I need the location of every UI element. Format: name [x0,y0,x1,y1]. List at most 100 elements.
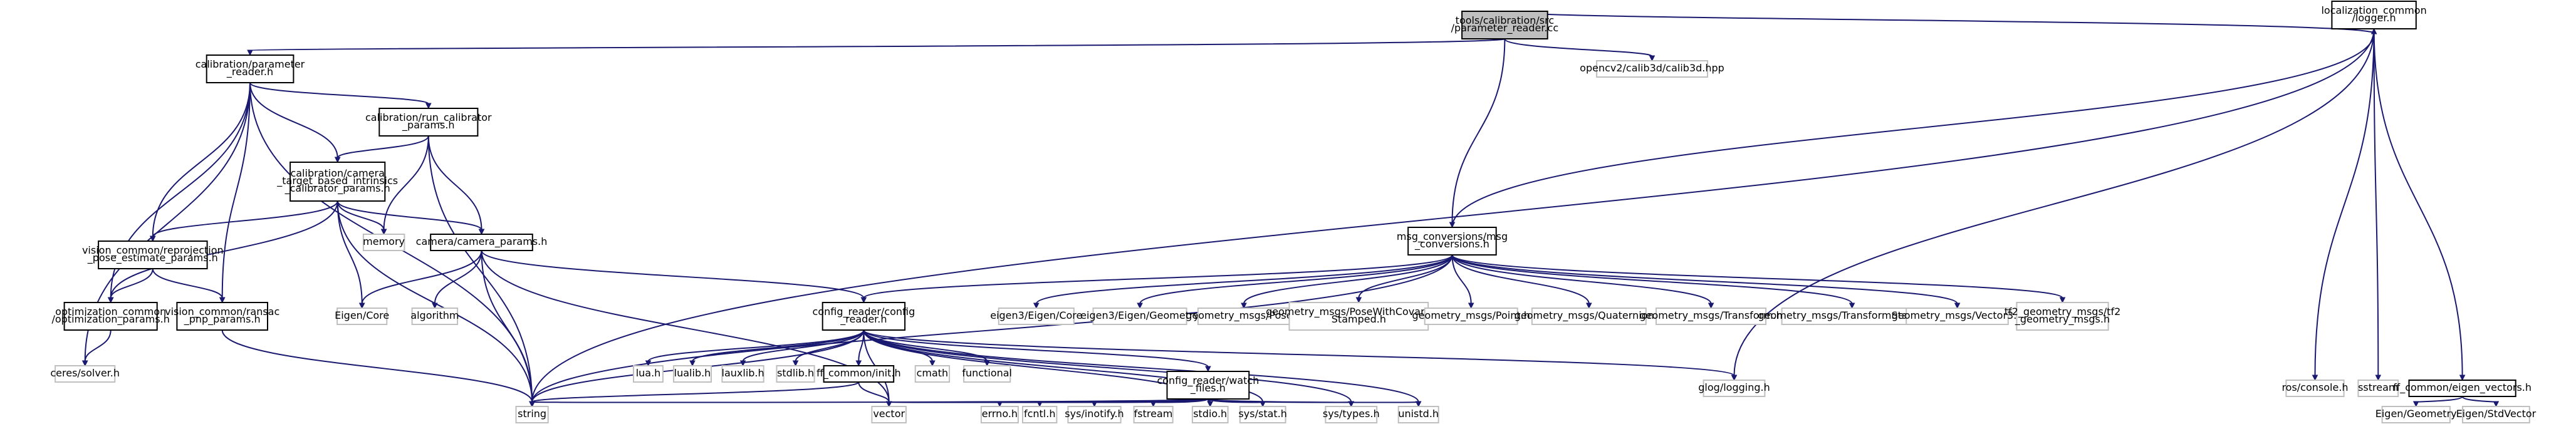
node-label-cam_params: camera/camera_params.h [416,235,548,248]
arrowhead-loc_logger-to-ros_console [2312,375,2318,381]
node-label-msg_conv-line-2: _conversions.h [1414,238,1489,251]
node-eigen_geom: Eigen/Geometry [2375,406,2457,423]
node-label-opt_common-line-2: /optimization_params.h [51,313,169,326]
node-ros_console: ros/console.h [2281,380,2349,397]
node-label-ros_console: ros/console.h [2281,381,2348,393]
node-box-string [515,406,549,423]
node-label-vc_reproj-line-2: _pose_estimate_params.h [87,252,218,264]
node-label-vc_ransac-line-1: vision_common/ransac [165,306,279,318]
node-vc_reproj[interactable]: vision_common/reprojection_pose_estimate… [82,240,224,269]
node-box-ceres [55,365,116,383]
node-watch_files[interactable]: config_reader/watch_files.h [1157,371,1259,400]
edge-msg_conv-to-gm_vector3 [1451,254,1958,304]
node-label-gm_pose: geometry_msgs/Pose.h [1186,309,1302,322]
node-label-memory: memory [363,235,405,247]
node-box-memory [362,234,405,251]
node-cmath: cmath [914,365,951,383]
node-box-ff_init [823,365,895,383]
node-errno: errno.h [980,406,1019,423]
arrowhead-loc_logger-to-string [529,401,535,408]
node-root[interactable]: tools/calibration/src/parameter_reader.c… [1451,11,1559,39]
node-box-vc_reproj [98,240,208,269]
node-label-string: string [518,408,546,420]
node-box-lualib [673,365,712,383]
edge-cam_target-to-vc_reproj [152,200,338,237]
node-opt_common[interactable]: optimization_common/optimization_params.… [51,302,170,331]
node-string: string [515,406,549,423]
node-label-root-line-1: tools/calibration/src [1456,14,1554,26]
node-loc_logger[interactable]: localization_common/logger.h [2321,1,2427,29]
node-box-ros_console [2285,380,2345,397]
node-run_cal[interactable]: calibration/run_calibrator_params.h [365,108,492,137]
node-box-gm_vector3 [1906,308,2009,325]
edge-cam_target-to-opt_common [110,200,338,299]
node-box-opencv [1596,60,1709,78]
node-box-lauxlib [721,365,764,383]
arrowhead-config_reader-to-ff_init [855,360,862,367]
node-eigen3_geom: eigen3/Eigen/Geometry [1080,308,1199,325]
edge-config_reader-to-lua [647,329,865,362]
node-box-fstream [1133,406,1174,423]
edge-watch_files-to-unistd [1207,398,1419,403]
edge-config_reader-to-sys_types [863,329,1352,403]
arrowhead-opt_common-to-ceres [81,360,88,367]
node-unistd: unistd.h [1397,406,1439,423]
node-label-cam_target-line-2: _target_based_intrinsics [276,175,398,187]
arrowhead-watch_files-to-stdio [1207,401,1214,408]
node-label-stdlib: stdlib.h [777,367,814,379]
node-label-root-line-2: /parameter_reader.cc [1451,22,1559,34]
edge-config_reader-to-unistd [863,329,1419,403]
node-label-gm_point: geometry_msgs/Point.h [1412,309,1530,322]
arrowhead-msg_conv-to-gm_quat [1585,302,1592,309]
node-label-eigen_geom: Eigen/Geometry [2375,408,2457,420]
node-label-inotify: sys/inotify.h [1065,408,1124,420]
node-ff_init[interactable]: ff_common/init.h [816,365,901,383]
node-param_reader[interactable]: calibration/parameter_reader.h [196,54,305,83]
arrowhead-ff_eigen-to-eigen_stdvec [2493,401,2500,408]
node-box-eigen_core [336,308,388,325]
arrowhead-msg_conv-to-gm_vector3 [1954,302,1961,309]
edge-vc_reproj-to-opt_common [110,268,154,299]
node-box-fcntl [1022,406,1058,423]
node-config_reader[interactable]: config_reader/config_reader.h [813,302,915,331]
node-memory: memory [362,234,405,251]
edge-msg_conv-to-string [531,254,1453,403]
node-vector: vector [871,406,907,423]
node-label-gm_quat: geometry_msgs/Quaternion.h [1515,309,1664,322]
edge-run_cal-to-cam_params [427,135,482,230]
node-label-gm_transform: geometry_msgs/Transform.h [1640,309,1783,322]
node-tf2: tf2_geometry_msgs/tf2_geometry_msgs.h [2005,302,2120,331]
edge-msg_conv-to-gm_point [1451,254,1472,304]
node-box-vc_ransac [176,302,268,331]
node-label-lua: lua.h [636,367,661,379]
edge-run_cal-to-string [427,135,533,403]
edge-cam_params-to-string [481,250,533,403]
node-fstream: fstream [1133,406,1174,423]
arrowhead-watch_files-to-inotify [1091,401,1098,408]
node-cam_target[interactable]: calibration/camera_target_based_intrinsi… [276,162,398,202]
node-gm_quat: geometry_msgs/Quaternion.h [1515,308,1664,325]
node-label-eigen3_core: eigen3/Eigen/Core [990,309,1082,321]
node-box-eigen3_geom [1092,308,1187,325]
node-box-msg_conv [1407,227,1497,256]
node-vc_ransac[interactable]: vision_common/ransac_pnp_params.h [165,302,279,331]
edge-loc_logger-to-ff_eigen [2373,28,2463,376]
edge-param_reader-to-vc_ransac [221,82,251,299]
node-label-cmath: cmath [917,367,949,379]
node-label-glog: glog/logging.h [1698,381,1770,393]
node-box-errno [980,406,1019,423]
node-opencv: opencv2/calib3d/calib3d.hpp [1580,60,1724,78]
node-label-functional: functional [962,367,1012,379]
node-box-config_reader [821,302,906,331]
node-ff_eigen[interactable]: ff_common/eigen_vectors.h [2393,380,2532,397]
node-box-tf2 [2016,302,2109,331]
node-msg_conv[interactable]: msg_conversions/msg_conversions.h [1397,227,1508,256]
edge-msg_conv-to-eigen3_geom [1139,254,1453,304]
edge-cam_params-to-algorithm [434,250,482,304]
edge-root-to-opencv [1504,38,1653,57]
edge-ff_eigen-to-eigen_geom [2415,396,2463,403]
node-label-run_cal-line-1: calibration/run_calibrator [365,111,492,124]
node-box-sys_stat [1239,406,1286,423]
node-box-algorithm [411,308,459,325]
node-cam_params[interactable]: camera/camera_params.h [416,234,548,251]
